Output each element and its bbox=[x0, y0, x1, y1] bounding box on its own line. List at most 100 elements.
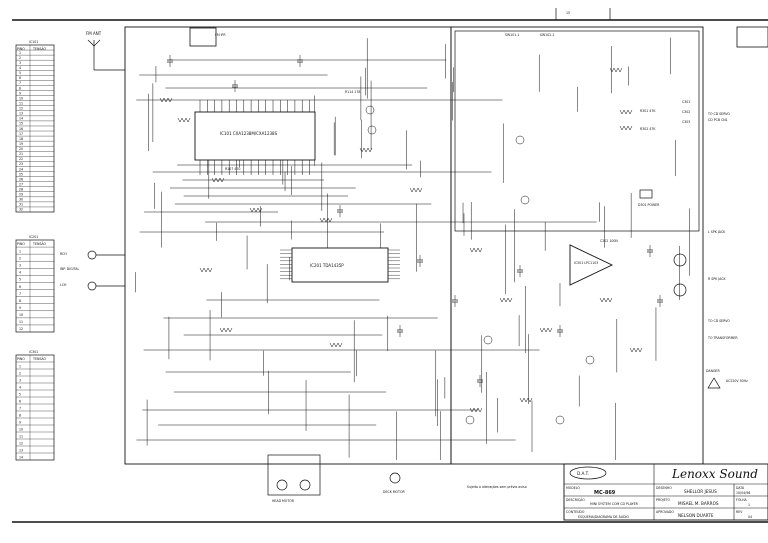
svg-text:LCH: LCH bbox=[60, 283, 67, 287]
svg-text:PINO: PINO bbox=[17, 47, 25, 51]
pin-number: 13 bbox=[19, 448, 23, 452]
pin-number: 9 bbox=[19, 91, 21, 95]
svg-text:REV: REV bbox=[736, 510, 743, 514]
pin-number: 6 bbox=[19, 399, 21, 403]
pin-number: 15 bbox=[19, 122, 23, 126]
svg-text:SW101-1: SW101-1 bbox=[505, 33, 519, 37]
svg-text:APROVADO: APROVADO bbox=[656, 510, 674, 514]
antenna-label: FM ANT bbox=[86, 31, 102, 36]
danger-warning: DANGER AC220V 50Hz bbox=[706, 369, 748, 389]
main-frame-left bbox=[124, 26, 452, 465]
pin-number: 7 bbox=[19, 292, 21, 296]
pin-number: 6 bbox=[19, 76, 21, 80]
pin-number: 32 bbox=[19, 208, 23, 212]
title-block: D.A.T. Lenoxx Sound MODELO MC-869 DESCRI… bbox=[563, 463, 768, 521]
pin-number: 11 bbox=[19, 101, 23, 105]
pin-number: 12 bbox=[19, 327, 23, 331]
wiring bbox=[135, 37, 690, 460]
svg-text:04: 04 bbox=[748, 515, 752, 519]
pin-number: 12 bbox=[19, 107, 23, 111]
pin-number: 3 bbox=[19, 378, 21, 382]
pin-number: 29 bbox=[19, 193, 23, 197]
svg-text:R107 470: R107 470 bbox=[225, 167, 240, 171]
svg-text:TENSÃO: TENSÃO bbox=[32, 46, 47, 51]
pin-number: 5 bbox=[19, 278, 21, 282]
brand-name: Lenoxx Sound bbox=[671, 467, 758, 481]
svg-text:DESCRIÇÃO: DESCRIÇÃO bbox=[566, 497, 585, 502]
pin-number: 8 bbox=[19, 86, 21, 90]
corner-box bbox=[736, 26, 768, 48]
pin-number: 22 bbox=[19, 157, 23, 161]
svg-text:IC101 CXA1238M/CXA1238S: IC101 CXA1238M/CXA1238S bbox=[220, 131, 278, 136]
pin-number: 3 bbox=[19, 264, 21, 268]
svg-text:D.A.T.: D.A.T. bbox=[577, 471, 589, 476]
pin-number: 31 bbox=[19, 203, 23, 207]
svg-text:TENSÃO: TENSÃO bbox=[32, 241, 47, 246]
pin-number: 10 bbox=[19, 96, 23, 100]
svg-text:TO CD SERVO: TO CD SERVO bbox=[707, 112, 730, 116]
speaker-outputs: L SPK JACK R SPK JACK TO CD SERVO TO TRA… bbox=[673, 230, 738, 340]
pin-number: 9 bbox=[19, 306, 21, 310]
pin-number: 21 bbox=[19, 152, 23, 156]
svg-text:R114 178: R114 178 bbox=[345, 90, 360, 94]
pin-number: 28 bbox=[19, 187, 23, 191]
pin-number: 3 bbox=[19, 61, 21, 65]
svg-text:IC201 TDA1435P: IC201 TDA1435P bbox=[310, 263, 344, 268]
svg-text:TO CD SERVO: TO CD SERVO bbox=[707, 319, 730, 323]
svg-text:SW102-1: SW102-1 bbox=[540, 33, 554, 37]
pin-number: 14 bbox=[19, 117, 23, 121]
pin-number: 2 bbox=[19, 56, 21, 60]
table-title: IC101 bbox=[29, 40, 38, 44]
svg-text:IC301: IC301 bbox=[29, 350, 38, 354]
pin-number: 13 bbox=[19, 112, 23, 116]
table-ic101: IC101 PINO TENSÃO 1234567891011121314151… bbox=[15, 40, 55, 213]
motors: HEAD MOTOR DECK MOTOR Sujeito a alteraçõ… bbox=[267, 454, 527, 503]
svg-text:PROJETO: PROJETO bbox=[656, 498, 671, 502]
pin-number: 7 bbox=[19, 81, 21, 85]
svg-text:RCH: RCH bbox=[60, 252, 67, 256]
svg-text:DECK MOTOR: DECK MOTOR bbox=[383, 490, 406, 494]
svg-text:FM IFR: FM IFR bbox=[215, 33, 226, 37]
svg-text:DANGER: DANGER bbox=[706, 369, 720, 373]
pin-number: 18 bbox=[19, 137, 23, 141]
svg-text:IC301 LPC1103: IC301 LPC1103 bbox=[574, 261, 598, 265]
pin-number: 1 bbox=[19, 51, 21, 55]
svg-text:INP. DIGITAL: INP. DIGITAL bbox=[60, 267, 79, 271]
svg-text:IC201: IC201 bbox=[29, 235, 38, 239]
svg-text:SHELLOR JESUS: SHELLOR JESUS bbox=[684, 489, 717, 494]
pin-number: 7 bbox=[19, 406, 21, 410]
svg-text:MISAEL M. BARROS: MISAEL M. BARROS bbox=[678, 501, 719, 506]
pin-number: 4 bbox=[19, 271, 21, 275]
pin-number: 10 bbox=[19, 427, 23, 431]
svg-text:10/04/96: 10/04/96 bbox=[736, 491, 750, 495]
pin-number: 10 bbox=[19, 313, 23, 317]
pin-number: 14 bbox=[19, 455, 23, 459]
pin-number: 8 bbox=[19, 413, 21, 417]
pin-number: 4 bbox=[19, 385, 21, 389]
svg-text:TENSÃO: TENSÃO bbox=[32, 356, 47, 361]
page-marker: 15 bbox=[566, 11, 570, 15]
model-value: MC-869 bbox=[594, 490, 616, 496]
svg-text:R301 47K: R301 47K bbox=[640, 109, 656, 113]
svg-text:L SPK JACK: L SPK JACK bbox=[708, 230, 726, 234]
svg-text:PINO: PINO bbox=[17, 357, 25, 361]
dat-logo bbox=[569, 466, 607, 480]
pin-number: 1 bbox=[19, 249, 21, 253]
pin-number: 1 bbox=[19, 364, 21, 368]
pin-number: 24 bbox=[19, 167, 23, 171]
audio-inputs: RCH LCH INP. DIGITAL bbox=[60, 250, 125, 291]
svg-text:D301 POWER: D301 POWER bbox=[638, 203, 660, 207]
svg-text:FOLHA: FOLHA bbox=[736, 498, 748, 502]
svg-text:R SPK JACK: R SPK JACK bbox=[708, 277, 727, 281]
svg-text:PINO: PINO bbox=[17, 242, 25, 246]
svg-text:1: 1 bbox=[748, 503, 750, 507]
svg-text:TO TRANSFORMER: TO TRANSFORMER bbox=[707, 336, 738, 340]
pin-number: 12 bbox=[19, 441, 23, 445]
svg-text:MODELO: MODELO bbox=[566, 486, 580, 490]
pin-number: 17 bbox=[19, 132, 23, 136]
svg-text:C302: C302 bbox=[682, 110, 690, 114]
svg-text:MINI SYSTEM COM CD PLAYER: MINI SYSTEM COM CD PLAYER bbox=[590, 502, 639, 506]
pin-number: 26 bbox=[19, 177, 23, 181]
